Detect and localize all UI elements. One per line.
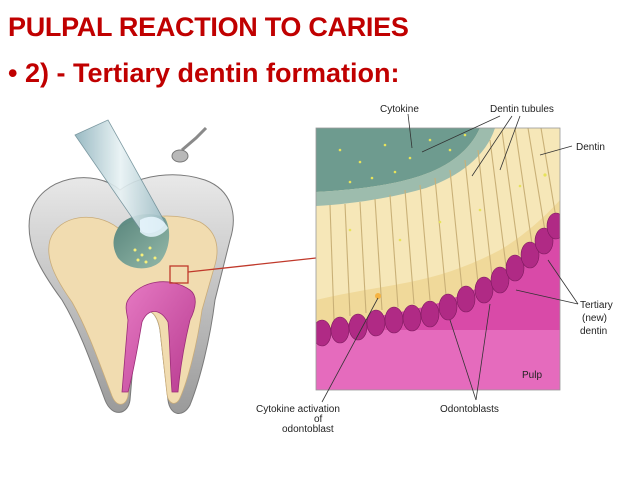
tooth-pulp	[121, 281, 196, 393]
zoom-connector-line	[187, 257, 317, 273]
bullet: •	[8, 58, 18, 88]
slide-subtitle: • 2) - Tertiary dentin formation:	[8, 58, 400, 89]
tertiary-dentin-band	[316, 200, 560, 332]
label-dentin-tubules: Dentin tubules	[490, 104, 554, 115]
label-tertiary-dentin: dentin	[580, 326, 607, 337]
cytokine-dots	[338, 133, 547, 299]
label-pulp: Pulp	[522, 370, 542, 381]
label-cytokine-activation: Cytokine activation	[256, 404, 340, 415]
zoom-highlight-box	[169, 265, 189, 284]
label-tertiary-new: (new)	[582, 313, 607, 324]
odontoblast-layer	[316, 212, 560, 347]
label-tertiary: Tertiary	[580, 300, 613, 311]
label-cytokine: Cytokine	[380, 104, 419, 115]
label-dentin: Dentin	[576, 142, 605, 153]
explorer-tool	[181, 126, 208, 152]
cavity-cytokine-dots	[133, 246, 157, 264]
leader-lines	[321, 113, 579, 403]
label-odontoblast: odontoblast	[282, 424, 334, 435]
label-of: of	[314, 414, 323, 425]
label-odontoblasts: Odontoblasts	[440, 404, 499, 415]
tooth-illustration	[28, 119, 317, 414]
dentin-tubules	[329, 128, 557, 321]
probe-glow	[140, 216, 168, 237]
magnified-panel	[315, 127, 561, 391]
explorer-tip	[171, 149, 189, 163]
subtitle-text: 2) - Tertiary dentin formation:	[24, 58, 400, 88]
figure-labels: Cytokine Dentin tubules Dentin Tertiary …	[256, 104, 613, 435]
slide-title: PULPAL REACTION TO CARIES	[8, 12, 409, 42]
